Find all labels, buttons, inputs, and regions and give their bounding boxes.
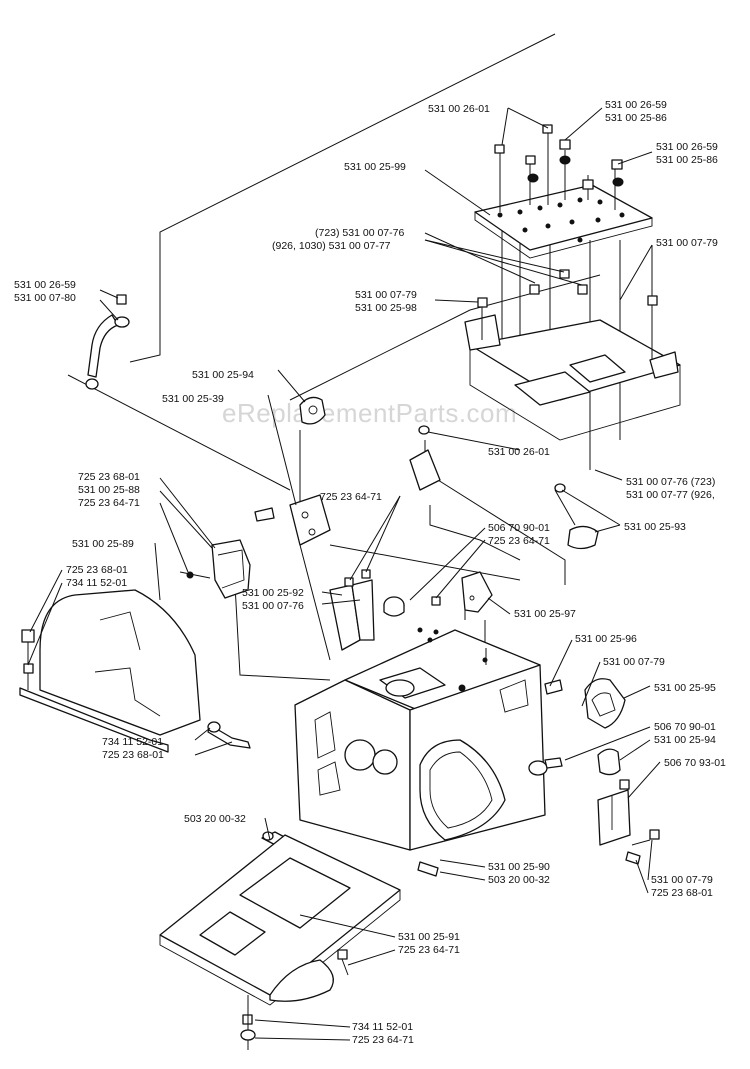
part-label: 531 00 25-92 xyxy=(242,587,304,599)
part-label: 503 20 00-32 xyxy=(184,813,246,825)
part-labels: 531 00 26-01 531 00 26-59 531 00 25-86 5… xyxy=(14,99,726,1046)
hose-fitting xyxy=(85,294,130,390)
part-label: 531 00 07-79 xyxy=(355,289,417,301)
housing-cover-25-89 xyxy=(19,589,251,753)
part-label: 725 23 64-71 xyxy=(352,1034,414,1046)
part-label: 725 23 64-71 xyxy=(320,491,382,503)
watermark: eReplacementParts.com xyxy=(222,398,517,428)
part-label: 531 00 25-95 xyxy=(654,682,716,694)
part-label: 531 00 25-90 xyxy=(488,861,550,873)
part-label: 531 00 26-59 xyxy=(656,141,718,153)
part-label: 531 00 25-39 xyxy=(162,393,224,405)
part-label: 531 00 25-88 xyxy=(78,484,140,496)
main-frame-block xyxy=(294,627,546,851)
part-label: 531 00 07-76 xyxy=(242,600,304,612)
bracket-506-70-93-01 xyxy=(597,779,660,846)
part-label: 531 00 25-94 xyxy=(654,734,716,746)
middle-tray-bracket xyxy=(464,269,681,441)
bracket-25-88 xyxy=(179,539,251,599)
part-label: 531 00 25-97 xyxy=(514,608,576,620)
part-label: 725 23 68-01 xyxy=(102,749,164,761)
part-label: 725 23 64-71 xyxy=(78,497,140,509)
part-label: (723) 531 00 07-76 xyxy=(315,227,404,239)
part-label: 725 23 68-01 xyxy=(651,887,713,899)
part-label: 531 00 25-98 xyxy=(355,302,417,314)
part-label: 531 00 07-77 (926, xyxy=(626,489,715,501)
part-label: 734 11 52-01 xyxy=(66,577,127,589)
small-clip-upper xyxy=(299,396,326,425)
part-label: 531 00 25-96 xyxy=(575,633,637,645)
part-label: 531 00 07-79 xyxy=(656,237,718,249)
part-label: 531 00 26-59 xyxy=(14,279,76,291)
part-label: 531 00 07-79 xyxy=(651,874,713,886)
clip-25-92 xyxy=(329,569,375,651)
part-label: 531 00 25-86 xyxy=(605,112,667,124)
part-label: 506 70 90-01 xyxy=(488,522,550,534)
part-label: 734 11 52-01 xyxy=(102,736,163,748)
part-label: (926, 1030) 531 00 07-77 xyxy=(272,240,391,252)
part-label: 531 00 25-93 xyxy=(624,521,686,533)
part-label: 531 00 07-79 xyxy=(603,656,665,668)
part-label: 725 23 68-01 xyxy=(78,471,140,483)
plug-506-70-90-01 xyxy=(383,596,405,617)
part-label: 725 23 68-01 xyxy=(66,564,128,576)
part-label: 734 11 52-01 xyxy=(352,1021,413,1033)
part-label: 531 00 07-80 xyxy=(14,292,76,304)
part-label: 531 00 25-89 xyxy=(72,538,134,550)
part-label: 531 00 07-76 (723) xyxy=(626,476,715,488)
base-plate-25-91 xyxy=(159,834,401,1050)
part-label: 531 00 26-01 xyxy=(488,446,550,458)
top-mount-plate xyxy=(474,124,653,259)
part-label: 503 20 00-32 xyxy=(488,874,550,886)
clip-25-97 xyxy=(431,571,493,613)
part-label: 725 23 64-71 xyxy=(488,535,550,547)
bracket-25-95 xyxy=(544,678,626,729)
part-label: 531 00 26-59 xyxy=(605,99,667,111)
part-label: 531 00 25-91 xyxy=(398,931,460,943)
part-label: 506 70 90-01 xyxy=(654,721,716,733)
part-label: 531 00 25-94 xyxy=(192,369,254,381)
bracket-25-39 xyxy=(254,494,331,546)
small-clip-lower xyxy=(528,748,621,776)
part-label: 725 23 64-71 xyxy=(398,944,460,956)
part-label: 531 00 25-99 xyxy=(344,161,406,173)
leader-lines xyxy=(27,107,661,1041)
part-label: 531 00 25-86 xyxy=(656,154,718,166)
bolts-and-nuts xyxy=(261,425,641,877)
part-label: 531 00 26-01 xyxy=(428,103,490,115)
part-label: 506 70 93-01 xyxy=(664,757,726,769)
